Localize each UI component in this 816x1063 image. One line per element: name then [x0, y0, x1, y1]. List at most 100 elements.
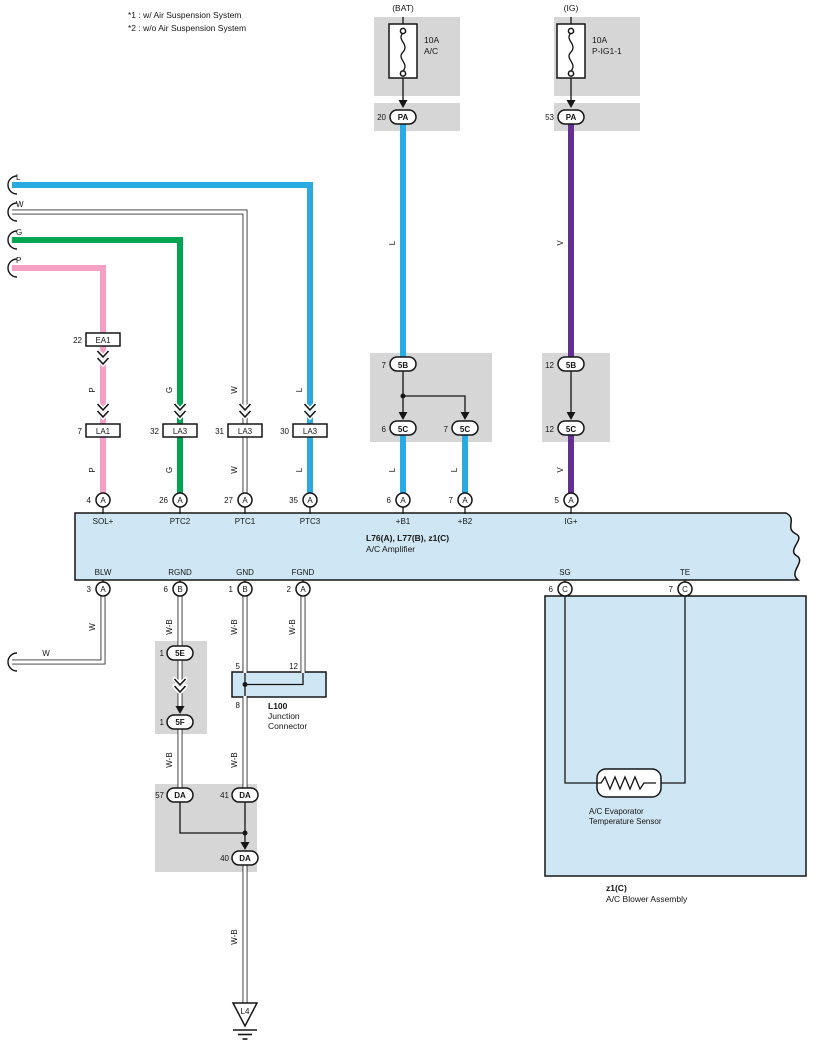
pin-rgnd: [172, 581, 188, 597]
pin-b2-conn: A: [462, 496, 468, 505]
connector-la3-g: [162, 423, 198, 438]
pin-ptc2-conn: A: [177, 496, 183, 505]
fuse-ig-pin-no: 53: [545, 113, 554, 122]
chevron-la3-g-icon: [173, 403, 187, 419]
pin-gnd-conn: B: [242, 585, 247, 594]
connector-5f: [166, 714, 194, 730]
pin-ptc3: [302, 492, 318, 508]
junction-dot-da: [242, 830, 248, 836]
connector-5b-left-no: 7: [382, 361, 387, 370]
pin-te: [677, 581, 693, 597]
wire-l-main: [12, 182, 313, 425]
break-mark-w: [7, 202, 18, 222]
connector-da40: [231, 850, 259, 866]
connector-ea1-code: EA1: [95, 336, 111, 345]
note-line-1: *1 : w/ Air Suspension System: [128, 10, 241, 20]
pin-ig: [563, 492, 579, 508]
connector-la3-l-code: LA3: [303, 427, 318, 436]
pin-ptc1-no: 27: [224, 496, 233, 505]
pin-b1: [395, 492, 411, 508]
wire-da57-join: [179, 802, 245, 834]
pin-name-ptc2: PTC2: [170, 517, 191, 526]
connector-da40-no: 40: [220, 854, 229, 863]
fuse-ig-rating: 10A: [592, 35, 607, 45]
junction-name: L100: [268, 701, 288, 711]
pin-b2: [457, 492, 473, 508]
pin-fgnd: [295, 581, 311, 597]
arrow-into-pa20-icon: [398, 100, 408, 108]
connector-ea1-no: 22: [73, 336, 82, 345]
amplifier-title: L76(A), L77(B), z1(C): [366, 533, 449, 543]
connector-5b-left-code: 5B: [398, 361, 408, 370]
connector-la1-code: LA1: [96, 427, 111, 436]
break-mark-blw: [7, 652, 18, 672]
arrow-into-pa53-icon: [566, 100, 576, 108]
pin-blw-no: 3: [87, 585, 92, 594]
connector-5f-no: 1: [160, 718, 165, 727]
pin-name-rgnd: RGND: [168, 568, 192, 577]
pin-sol-no: 4: [87, 496, 92, 505]
pin-name-sg: SG: [559, 568, 571, 577]
connector-pa53: [557, 109, 585, 125]
connector-5e-no: 1: [160, 649, 165, 658]
label-wire-l-low: L: [295, 467, 304, 472]
chevron-la1-icon: [96, 403, 110, 419]
connector-5c-left1-code: 5C: [398, 425, 408, 434]
pin-ptc1: [237, 492, 253, 508]
pin-name-fgnd: FGND: [292, 568, 315, 577]
connector-la3-g-no: 32: [150, 427, 159, 436]
connector-5c-right-no: 12: [545, 425, 554, 434]
connector-la3-w-no: 31: [215, 427, 224, 436]
label-wire-l-left: L: [16, 173, 21, 182]
pin-fgnd-conn: A: [300, 585, 306, 594]
connector-ea1: [85, 332, 121, 347]
fuse-bat-terminal-bottom: [399, 70, 407, 77]
pin-ptc3-conn: A: [307, 496, 313, 505]
resistor-zigzag: [597, 775, 656, 791]
wire-l100-bus: [245, 672, 304, 686]
connector-la3-g-code: LA3: [173, 427, 188, 436]
label-wire-g-left: G: [16, 228, 22, 237]
connector-pa20: [389, 109, 417, 125]
pin-rgnd-conn: B: [177, 585, 182, 594]
connector-5c-left2-no: 7: [444, 425, 449, 434]
junction-pin-12: 12: [289, 662, 298, 671]
pin-name-gnd: GND: [236, 568, 254, 577]
break-mark-p: [7, 258, 18, 278]
pin-ptc2: [172, 492, 188, 508]
label-wire-l-b1: L: [388, 467, 397, 472]
pin-name-te: TE: [680, 568, 690, 577]
fuse-bat-source: (BAT): [392, 3, 414, 13]
fuse-bat-element: [400, 32, 406, 72]
fuse-ig-name: P-IG1-1: [592, 46, 622, 56]
wire-p-main: [12, 265, 106, 334]
pin-ptc1-conn: A: [242, 496, 248, 505]
fuse-bat-pin-no: 20: [377, 113, 386, 122]
label-wire-v-ig: V: [556, 240, 565, 246]
arrow-into-5c-left2-icon: [460, 412, 470, 420]
label-wire-wb-ground: W-B: [230, 929, 239, 944]
pin-name-sol: SOL+: [93, 517, 114, 526]
connector-da57: [166, 787, 194, 803]
fuse-bat-terminal-top: [399, 27, 407, 35]
connector-da40-code: DA: [239, 854, 251, 863]
fuse-ig-terminal-top: [567, 27, 575, 35]
junction-pin-5: 5: [236, 662, 241, 671]
pin-sg: [557, 581, 573, 597]
label-wire-w-left: W: [16, 200, 24, 209]
amplifier-subtitle: A/C Amplifier: [366, 544, 415, 554]
arrow-into-5c-right-icon: [566, 412, 576, 420]
blower-title: z1(C): [606, 883, 627, 893]
junction-dot-5b: [400, 393, 406, 399]
pin-sol: [95, 492, 111, 508]
pin-name-ptc3: PTC3: [300, 517, 321, 526]
connector-la3-w: [227, 423, 263, 438]
label-wire-w-blw: W: [88, 623, 97, 631]
label-wire-g-mid: G: [165, 387, 174, 393]
pin-b1-no: 6: [387, 496, 392, 505]
arrow-into-da40-icon: [240, 842, 250, 850]
pin-b1-conn: A: [400, 496, 406, 505]
break-mark-g: [7, 230, 18, 250]
